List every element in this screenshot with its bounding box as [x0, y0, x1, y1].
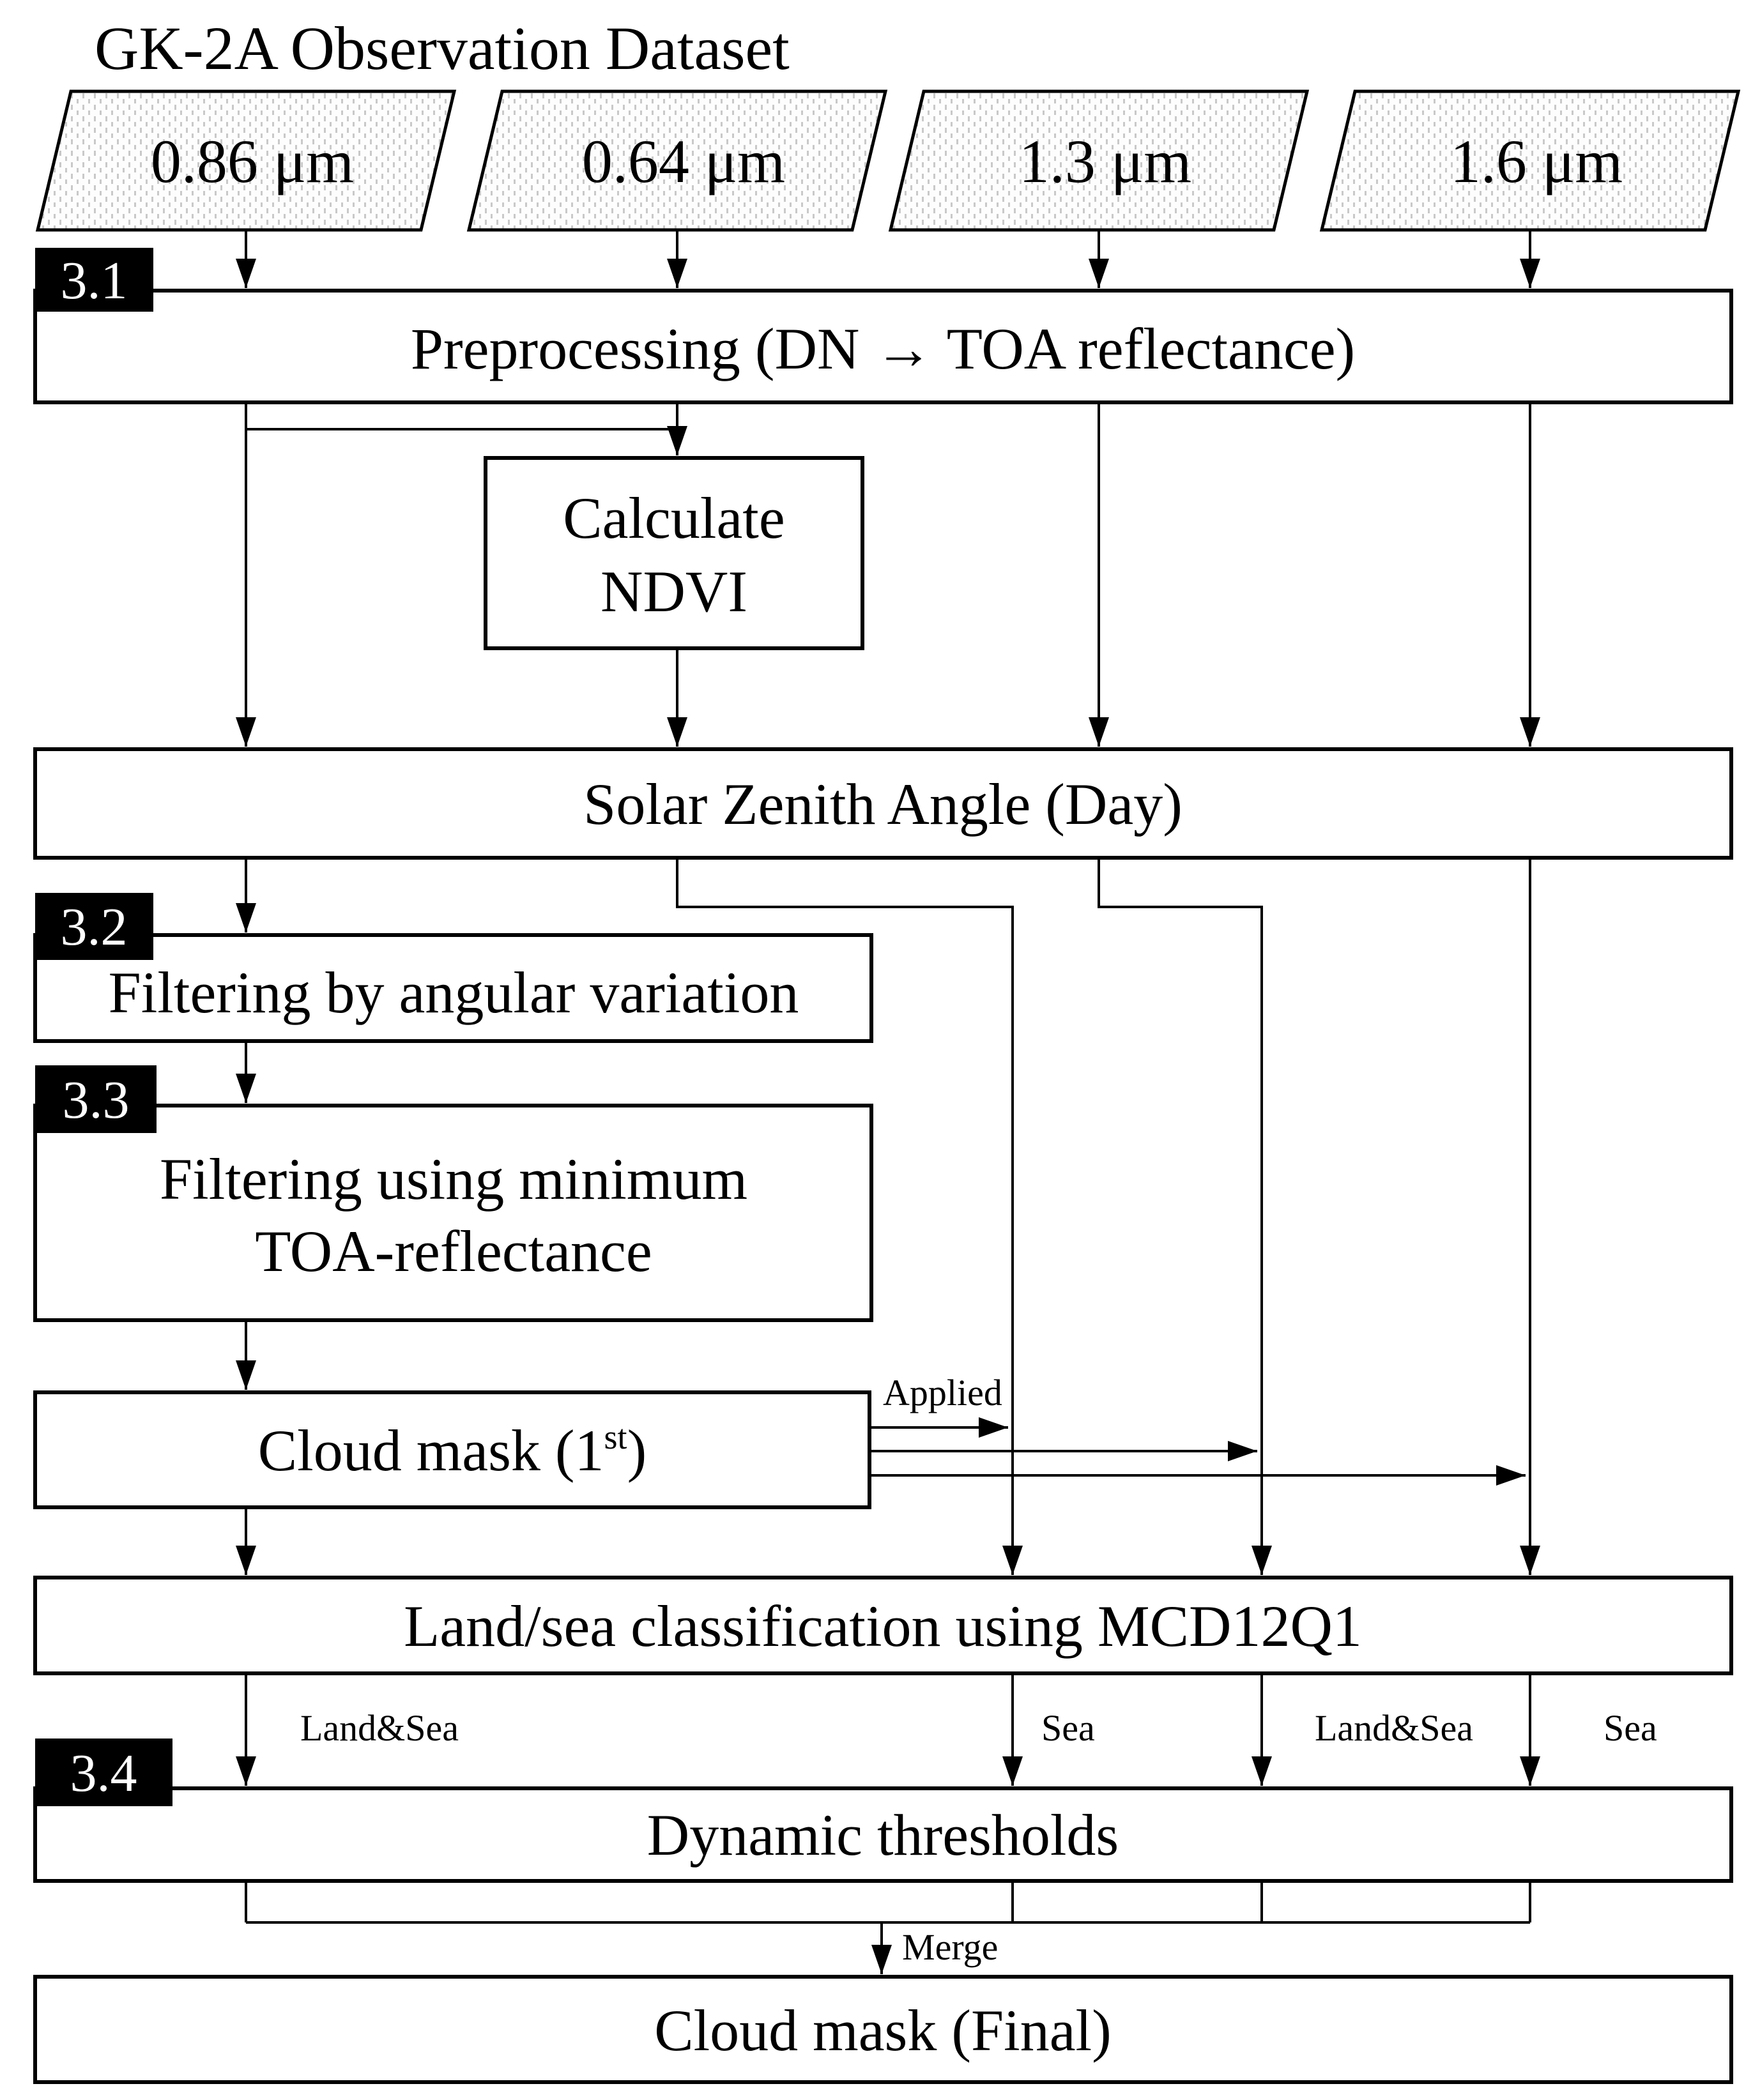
- badge-3-1: [35, 248, 153, 312]
- channel-label-064: 0.64 μm: [582, 127, 785, 195]
- calculate-ndvi-label-line1: Calculate: [563, 485, 785, 551]
- cloud-mask-first-label-main: Cloud mask (1: [258, 1418, 604, 1483]
- min-toa-filtering-label-line2: TOA-reflectance: [255, 1219, 652, 1284]
- channel-label-13: 1.3 μm: [1019, 127, 1191, 195]
- calculate-ndvi-box: [484, 456, 864, 650]
- solar-zenith-label: Solar Zenith Angle (Day): [583, 772, 1183, 837]
- min-toa-filtering-label-line1: Filtering using minimum: [160, 1146, 747, 1212]
- branch-label-land-sea-1: Land&Sea: [300, 1707, 459, 1749]
- land-sea-label: Land/sea classification using MCD12Q1: [404, 1594, 1362, 1659]
- badge-3-1-label: 3.1: [61, 251, 128, 310]
- edge-13-to-land-sea: [1098, 858, 1272, 1575]
- dynamic-thresholds-label: Dynamic thresholds: [647, 1802, 1119, 1868]
- badge-3-3-label: 3.3: [63, 1070, 130, 1130]
- cloud-mask-final-label: Cloud mask (Final): [654, 1998, 1112, 2063]
- branch-label-sea-2: Sea: [1604, 1707, 1657, 1749]
- angular-filtering-box: [33, 933, 873, 1043]
- channel-parallelogram-086: [35, 89, 457, 232]
- channel-inputs: 0.86 μm 0.64 μm 1.3 μm 1.6 μm: [35, 89, 1741, 232]
- cloud-mask-final-box: [33, 1975, 1733, 2084]
- badge-3-4: [35, 1739, 172, 1806]
- cloud-mask-first-box: [33, 1390, 871, 1509]
- connectors: [236, 230, 1540, 1974]
- badge-3-4-label: 3.4: [70, 1744, 137, 1803]
- edge-label-texts: Applied Land&Sea Sea Land&Sea Sea Merge: [300, 1372, 1657, 1968]
- preprocessing-box: [33, 289, 1733, 404]
- merge-label: Merge: [902, 1926, 998, 1968]
- edge-064-to-land-sea: [676, 858, 1023, 1575]
- applied-label: Applied: [883, 1372, 1002, 1413]
- cloud-mask-first-label-close: ): [627, 1418, 647, 1483]
- badge-3-2: [35, 893, 153, 960]
- solar-zenith-box: [33, 747, 1733, 860]
- calculate-ndvi-label-line2: NDVI: [601, 559, 747, 624]
- dynamic-thresholds-box: [33, 1786, 1733, 1883]
- badge-3-3: [35, 1065, 157, 1133]
- badge-3-2-label: 3.2: [61, 897, 128, 957]
- channel-parallelogram-064: [466, 89, 888, 232]
- min-toa-filtering-box: [33, 1104, 873, 1322]
- channel-parallelogram-13: [888, 89, 1310, 232]
- diagram-title: GK-2A Observation Dataset: [95, 14, 790, 82]
- branch-label-land-sea-2: Land&Sea: [1315, 1707, 1473, 1749]
- land-sea-box: [33, 1576, 1733, 1675]
- preprocessing-label: Preprocessing (DN → TOA reflectance): [411, 316, 1355, 381]
- channel-label-086: 0.86 μm: [151, 127, 354, 195]
- branch-label-sea-1: Sea: [1041, 1707, 1095, 1749]
- angular-filtering-label: Filtering by angular variation: [109, 960, 799, 1025]
- cloud-mask-first-label: Cloud mask (1st): [258, 1418, 647, 1483]
- channel-parallelogram-16: [1319, 89, 1741, 232]
- section-badges: 3.1 3.2 3.3 3.4: [35, 248, 172, 1806]
- cloud-mask-first-label-sup: st: [604, 1418, 627, 1456]
- channel-label-16: 1.6 μm: [1450, 127, 1623, 195]
